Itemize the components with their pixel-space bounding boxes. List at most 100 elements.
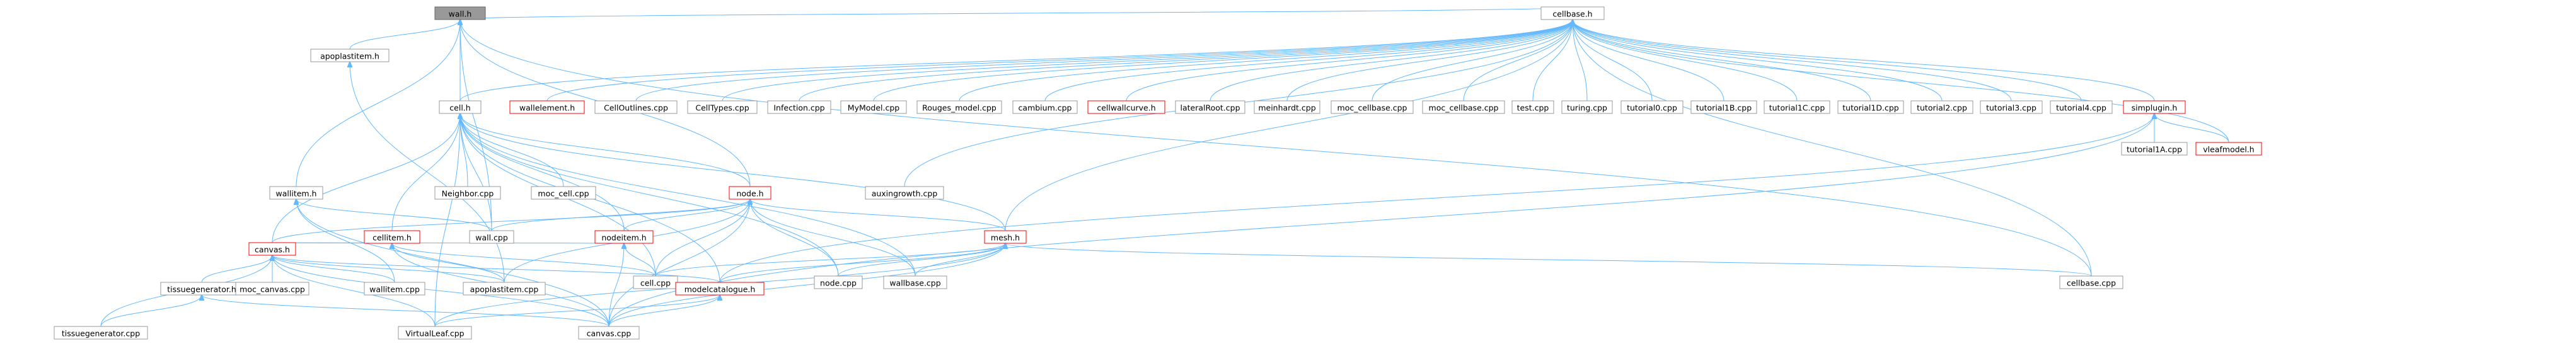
edge-tissuegenerator_h-to-canvas_h: [201, 255, 272, 283]
node-Infection-cpp[interactable]: Infection.cpp: [767, 100, 831, 114]
node-meinhardt-cpp[interactable]: meinhardt.cpp: [1254, 100, 1320, 114]
node-label: apoplastitem.cpp: [470, 285, 539, 294]
node-label: tutorial1D.cpp: [1842, 103, 1898, 113]
node-VirtualLeaf-cpp[interactable]: VirtualLeaf.cpp: [398, 326, 472, 340]
node-label: cell.cpp: [640, 279, 671, 288]
node-node-h[interactable]: node.h: [729, 186, 771, 200]
node-cell-cpp[interactable]: cell.cpp: [633, 275, 678, 289]
node-simplugin-h[interactable]: simplugin.h: [2123, 100, 2186, 114]
node-cellwallcurve-h[interactable]: cellwallcurve.h: [1087, 100, 1165, 114]
edge-canvas_cpp-to-modelcatalogue_h: [608, 295, 720, 327]
node-apoplastitem-h[interactable]: apoplastitem.h: [310, 49, 390, 62]
edge-canvas_cpp-to-wallitem_h: [296, 199, 609, 327]
node-tissuegenerator-cpp[interactable]: tissuegenerator.cpp: [54, 326, 148, 340]
edge-wallbase_cpp-to-node_h: [750, 199, 916, 277]
edge-test_cpp-to-cellbase_h: [1532, 20, 1573, 101]
node-box: [434, 186, 501, 200]
edge-tutorial4_cpp-to-cellbase_h: [1573, 20, 2082, 101]
edge-tutorial1D_cpp-to-cellbase_h: [1573, 20, 1871, 101]
edge-canvas_h-to-cell_h: [272, 113, 460, 243]
node-cell-h[interactable]: cell.h: [439, 100, 482, 114]
node-canvas-cpp[interactable]: canvas.cpp: [578, 326, 640, 340]
node-CellOutlines-cpp[interactable]: CellOutlines.cpp: [594, 100, 678, 114]
node-tutorial1C-cpp[interactable]: tutorial1C.cpp: [1764, 100, 1830, 114]
node-moc-canvas-cpp[interactable]: moc_canvas.cpp: [235, 282, 309, 296]
edge-modelcatalogue_h-to-mesh_h: [719, 243, 1005, 283]
node-label: mesh.h: [991, 233, 1020, 243]
node-label: tutorial0.cpp: [1627, 103, 1677, 113]
node-cellbase-cpp[interactable]: cellbase.cpp: [2059, 275, 2123, 289]
edge-tutorial1C_cpp-to-cellbase_h: [1573, 20, 1798, 101]
node-label: wall.cpp: [475, 233, 508, 243]
node-box: [364, 282, 425, 296]
node-label: apoplastitem.h: [320, 52, 379, 61]
node-label: tutorial3.cpp: [1986, 103, 2036, 113]
node-label: MyModel.cpp: [848, 103, 899, 113]
node-nodeitem-h[interactable]: nodeitem.h: [594, 230, 654, 244]
node-label: auxingrowth.cpp: [872, 189, 938, 199]
node-label: tutorial1B.cpp: [1696, 103, 1752, 113]
node-label: CellOutlines.cpp: [604, 103, 668, 113]
edge-apoplastitem_cpp-to-canvas_h: [272, 255, 505, 283]
node-label: Neighbor.cpp: [442, 189, 494, 199]
node-Neighbor-cpp[interactable]: Neighbor.cpp: [434, 186, 501, 200]
edge-canvas_cpp-to-simplugin_h: [608, 113, 2154, 327]
edge-canvas_cpp-to-tissuegenerator_h: [202, 295, 609, 327]
node-mesh-h[interactable]: mesh.h: [984, 230, 1027, 244]
node-wallelement-h[interactable]: wallelement.h: [509, 100, 585, 114]
node-wallitem-h[interactable]: wallitem.h: [269, 186, 323, 200]
node-lateralRoot-cpp[interactable]: lateralRoot.cpp: [1175, 100, 1245, 114]
node-box: [469, 230, 514, 244]
edge-node_cpp-to-cell_h: [460, 113, 839, 277]
node-moc-cellbase-cpp1[interactable]: moc_cellbase.cpp: [1331, 100, 1414, 114]
node-cambium-cpp[interactable]: cambium.cpp: [1012, 100, 1078, 114]
node-turing-cpp[interactable]: turing.cpp: [1561, 100, 1613, 114]
node-cellbase-h[interactable]: cellbase.h: [1540, 6, 1605, 20]
node-tutorial1A-cpp[interactable]: tutorial1A.cpp: [2121, 142, 2188, 156]
node-wallbase-cpp[interactable]: wallbase.cpp: [883, 275, 947, 289]
node-tutorial1D-cpp[interactable]: tutorial1D.cpp: [1837, 100, 1904, 114]
node-CellTypes-cpp[interactable]: CellTypes.cpp: [687, 100, 758, 114]
edge-moc_cellbase_cpp1-to-cellbase_h: [1372, 20, 1573, 101]
node-box: [687, 100, 758, 114]
edge-CellTypes_cpp-to-cellbase_h: [722, 20, 1573, 101]
edge-canvas_cpp-to-node_h: [608, 199, 750, 327]
node-wall-cpp[interactable]: wall.cpp: [469, 230, 514, 244]
nodes-layer: wall.h apoplastitem.h cellbase.h cell.h wall…: [54, 6, 2262, 340]
node-vleafmodel-h[interactable]: vleafmodel.h: [2195, 142, 2262, 156]
node-label: moc_cellbase.cpp: [1429, 103, 1499, 113]
node-canvas-h[interactable]: canvas.h: [248, 242, 296, 256]
node-auxingrowth-cpp[interactable]: auxingrowth.cpp: [865, 186, 944, 200]
node-label: wallbase.cpp: [889, 279, 940, 288]
node-node-cpp[interactable]: node.cpp: [814, 275, 863, 289]
node-tutorial0-cpp[interactable]: tutorial0.cpp: [1620, 100, 1684, 114]
edge-simplugin_h-to-cellbase_h: [1573, 20, 2155, 101]
node-tissuegenerator-h[interactable]: tissuegenerator.h: [160, 282, 243, 296]
node-MyModel-cpp[interactable]: MyModel.cpp: [840, 100, 907, 114]
node-label: moc_cellbase.cpp: [1337, 103, 1407, 113]
edge-CellOutlines_cpp-to-cellbase_h: [635, 20, 1573, 101]
node-label: node.h: [736, 189, 763, 199]
node-test-cpp[interactable]: test.cpp: [1511, 100, 1554, 114]
node-label: lateralRoot.cpp: [1180, 103, 1240, 113]
node-box: [531, 186, 596, 200]
node-tutorial2-cpp[interactable]: tutorial2.cpp: [1910, 100, 1973, 114]
node-box: [594, 230, 654, 244]
node-cellitem-h[interactable]: cellitem.h: [364, 230, 420, 244]
node-moc-cell-cpp[interactable]: moc_cell.cpp: [531, 186, 596, 200]
node-wallitem-cpp[interactable]: wallitem.cpp: [364, 282, 425, 296]
node-wall-h[interactable]: wall.h: [434, 6, 486, 20]
edge-wall_cpp-to-wallitem_h: [296, 199, 492, 231]
node-box: [1837, 100, 1904, 114]
node-tutorial1B-cpp[interactable]: tutorial1B.cpp: [1690, 100, 1757, 114]
node-box: [248, 242, 296, 256]
node-box: [509, 100, 585, 114]
node-label: wall.h: [449, 9, 472, 19]
node-tutorial4-cpp[interactable]: tutorial4.cpp: [2050, 100, 2113, 114]
node-box: [578, 326, 640, 340]
node-Rouges-model-cpp[interactable]: Rouges_model.cpp: [916, 100, 1002, 114]
node-moc-cellbase-cpp2[interactable]: moc_cellbase.cpp: [1422, 100, 1505, 114]
node-tutorial3-cpp[interactable]: tutorial3.cpp: [1980, 100, 2043, 114]
node-apoplastitem-cpp[interactable]: apoplastitem.cpp: [463, 282, 546, 296]
node-modelcatalogue-h[interactable]: modelcatalogue.h: [675, 282, 765, 296]
